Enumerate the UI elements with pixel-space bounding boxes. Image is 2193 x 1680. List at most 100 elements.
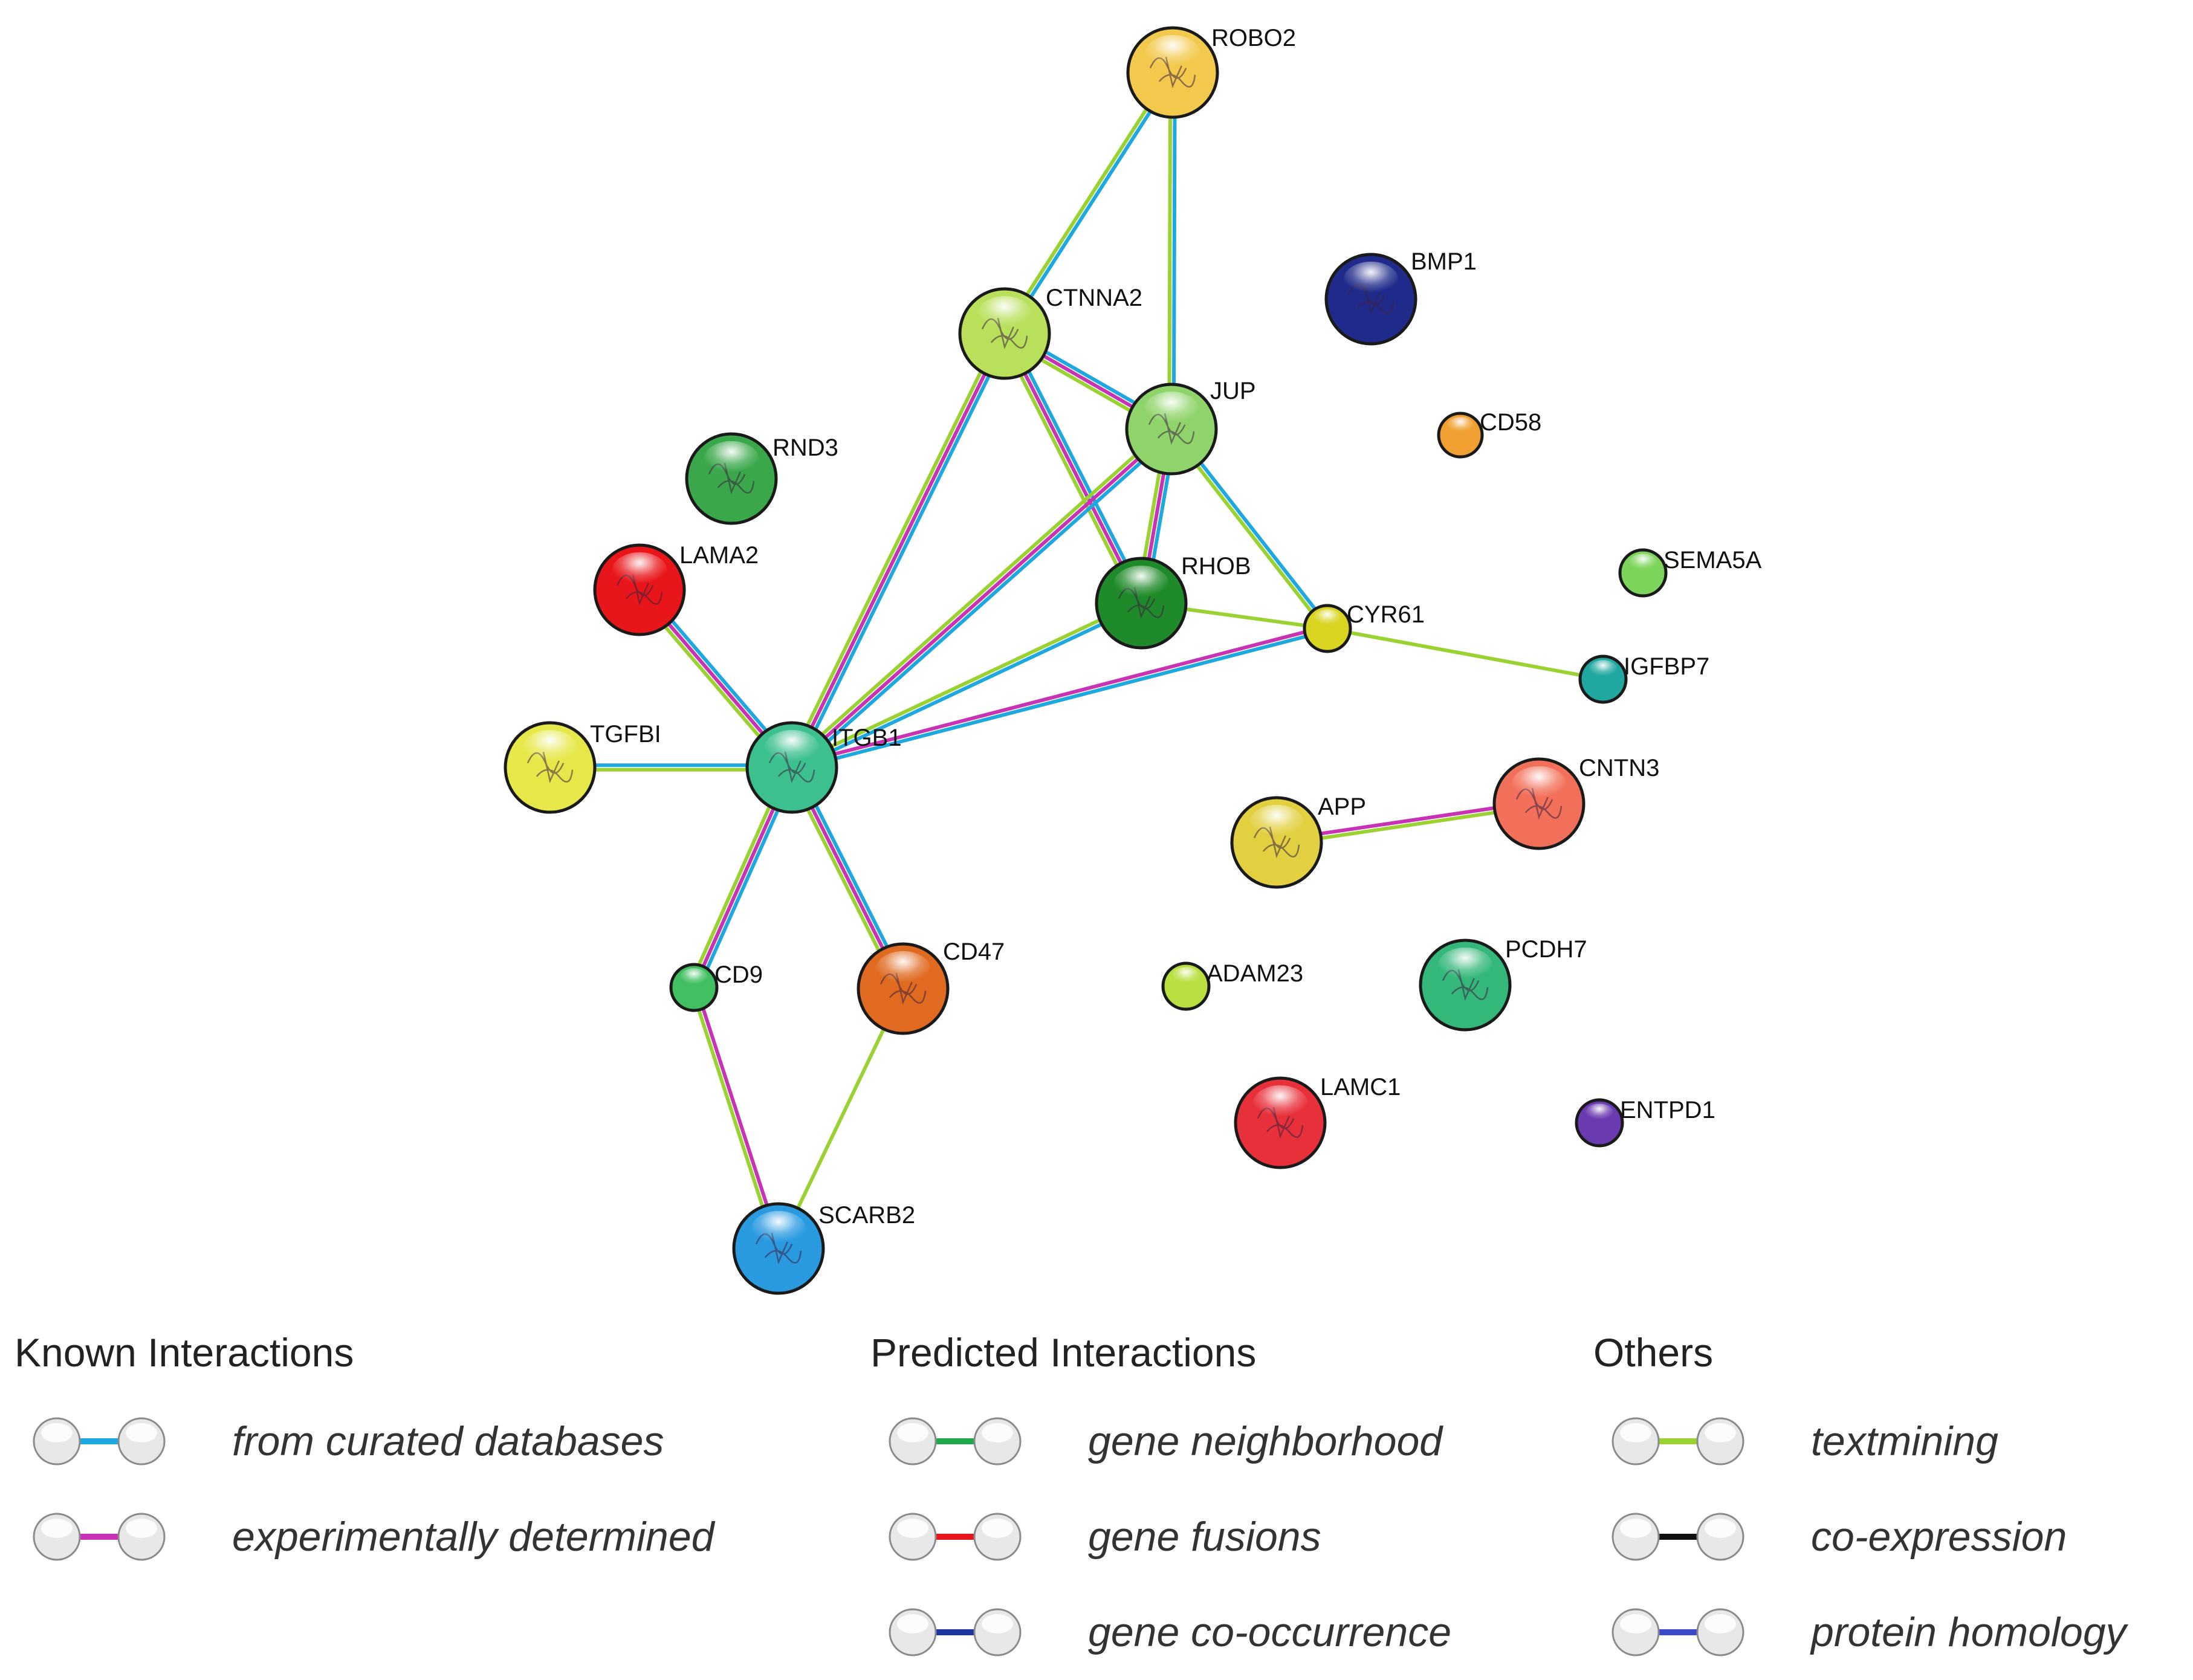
node-label-igfbp7: IGFBP7: [1624, 653, 1709, 680]
node-highlight: [1589, 660, 1618, 680]
node-tgfbi[interactable]: TGFBI: [504, 721, 661, 814]
node-cd58[interactable]: CD58: [1437, 409, 1541, 459]
node-highlight: [1313, 609, 1342, 628]
node-highlight: [764, 729, 820, 768]
edge-line-experimental: [789, 624, 1329, 767]
node-label-adam23: ADAM23: [1207, 960, 1303, 987]
legend-item-label: co-expression: [1811, 1514, 2067, 1560]
legend-item-label: gene fusions: [1088, 1514, 1321, 1560]
legend-item-label: from curated databases: [232, 1418, 664, 1464]
node-highlight: [1252, 1085, 1308, 1123]
node-scarb2[interactable]: SCARB2: [732, 1202, 915, 1295]
node-label-entpd1: ENTPD1: [1620, 1097, 1715, 1123]
legend-edge-swatch: [889, 1608, 1022, 1656]
edge-line-textmining: [1000, 69, 1173, 334]
edge-JUP-ITGB1: [787, 424, 1176, 773]
node-pcdh7[interactable]: PCDH7: [1419, 936, 1587, 1032]
legend-item-label: protein homology: [1811, 1609, 2127, 1655]
legend-item: gene neighborhood: [870, 1394, 1451, 1489]
edge-CD47-SCARB2: [777, 987, 905, 1250]
node-label-cntn3: CNTN3: [1579, 755, 1659, 781]
node-highlight: [1511, 766, 1567, 804]
edge-line-textmining: [1167, 70, 1173, 431]
node-label-rhob: RHOB: [1181, 553, 1251, 580]
node-label-cyr61: CYR61: [1347, 601, 1425, 628]
edge-line-textmining: [1326, 627, 1605, 681]
node-highlight: [1585, 1103, 1614, 1123]
legend-item: textmining: [1593, 1394, 2127, 1489]
legend-item-label: gene co-occurrence: [1088, 1609, 1452, 1655]
edge-CTNNA2-ITGB1: [786, 329, 1011, 772]
legend-item: protein homology: [1593, 1585, 2127, 1680]
node-label-bmp1: BMP1: [1411, 248, 1477, 275]
node-cd9[interactable]: CD9: [669, 961, 763, 1012]
node-adam23[interactable]: ADAM23: [1161, 960, 1303, 1011]
legend-item: gene co-occurrence: [870, 1585, 1451, 1680]
node-highlight: [751, 1210, 806, 1249]
node-entpd1[interactable]: ENTPD1: [1575, 1097, 1715, 1148]
node-label-itgb1: ITGB1: [832, 725, 902, 751]
node-highlight: [1171, 967, 1200, 987]
legend-item-label: gene neighborhood: [1088, 1418, 1443, 1464]
edge-line-curated: [790, 628, 1330, 772]
edge-CYR61-ITGB1: [789, 624, 1330, 772]
edge-line-experimental: [790, 427, 1173, 769]
node-jup[interactable]: JUP: [1125, 378, 1256, 476]
edge-line-curated: [1005, 72, 1177, 337]
legend-heading-known: Known Interactions: [15, 1330, 354, 1375]
node-label-rnd3: RND3: [773, 435, 838, 461]
node-highlight: [1446, 416, 1474, 435]
edge-line-textmining: [786, 329, 1003, 767]
node-highlight: [1343, 261, 1399, 300]
node-rhob[interactable]: RHOB: [1095, 553, 1251, 650]
node-cd47[interactable]: CD47: [857, 939, 1005, 1035]
node-highlight: [1144, 391, 1199, 429]
edge-line-textmining: [789, 599, 1142, 767]
edge-line-textmining: [787, 424, 1171, 766]
legend-edge-swatch: [889, 1513, 1022, 1561]
node-cntn3[interactable]: CNTN3: [1492, 755, 1659, 850]
legend-item: gene fusions: [870, 1489, 1451, 1585]
legend-item-label: experimentally determined: [232, 1514, 714, 1560]
node-label-pcdh7: PCDH7: [1505, 936, 1587, 963]
node-cyr61[interactable]: CYR61: [1303, 601, 1425, 653]
node-app[interactable]: APP: [1230, 793, 1366, 889]
node-highlight: [1437, 947, 1493, 986]
legend: Known Interactions from curated database…: [0, 1305, 2193, 1680]
node-ctnna2[interactable]: CTNNA2: [958, 285, 1142, 380]
legend-edge-swatch: [889, 1417, 1022, 1465]
legend-heading-others: Others: [1593, 1330, 1714, 1375]
legend-item: co-expression: [1593, 1489, 2127, 1585]
edge-line-experimental: [790, 332, 1006, 769]
node-label-scarb2: SCARB2: [818, 1202, 915, 1229]
node-highlight: [977, 296, 1032, 334]
node-rnd3[interactable]: RND3: [685, 432, 838, 525]
node-label-jup: JUP: [1210, 378, 1256, 404]
node-sema5a[interactable]: SEMA5A: [1618, 547, 1762, 598]
legend-item-label: textmining: [1811, 1418, 1998, 1464]
node-robo2[interactable]: ROBO2: [1126, 25, 1296, 119]
legend-edge-swatch: [1612, 1513, 1744, 1561]
node-itgb1[interactable]: ITGB1: [745, 721, 902, 814]
edge-line-experimental: [1003, 332, 1143, 605]
edge-ROBO2-CTNNA2: [1000, 69, 1177, 337]
edge-line-curated: [794, 334, 1011, 772]
node-igfbp7[interactable]: IGFBP7: [1578, 653, 1709, 704]
legend-edge-swatch: [33, 1513, 166, 1561]
edge-CTNNA2-RHOB: [999, 329, 1147, 607]
node-label-app: APP: [1318, 793, 1366, 820]
node-label-cd47: CD47: [943, 939, 1005, 965]
node-bmp1[interactable]: BMP1: [1324, 248, 1477, 346]
legend-edge-swatch: [1612, 1417, 1744, 1465]
node-highlight: [875, 951, 931, 989]
edge-line-curated: [792, 430, 1176, 773]
edge-RHOB-ITGB1: [789, 599, 1144, 772]
legend-heading-predicted: Predicted Interactions: [870, 1330, 1257, 1375]
node-lamc1[interactable]: LAMC1: [1234, 1074, 1401, 1169]
node-highlight: [704, 441, 759, 479]
node-label-sema5a: SEMA5A: [1663, 547, 1762, 573]
node-lama2[interactable]: LAMA2: [593, 542, 759, 636]
edge-line-curated: [1006, 329, 1147, 603]
node-highlight: [1113, 565, 1169, 603]
